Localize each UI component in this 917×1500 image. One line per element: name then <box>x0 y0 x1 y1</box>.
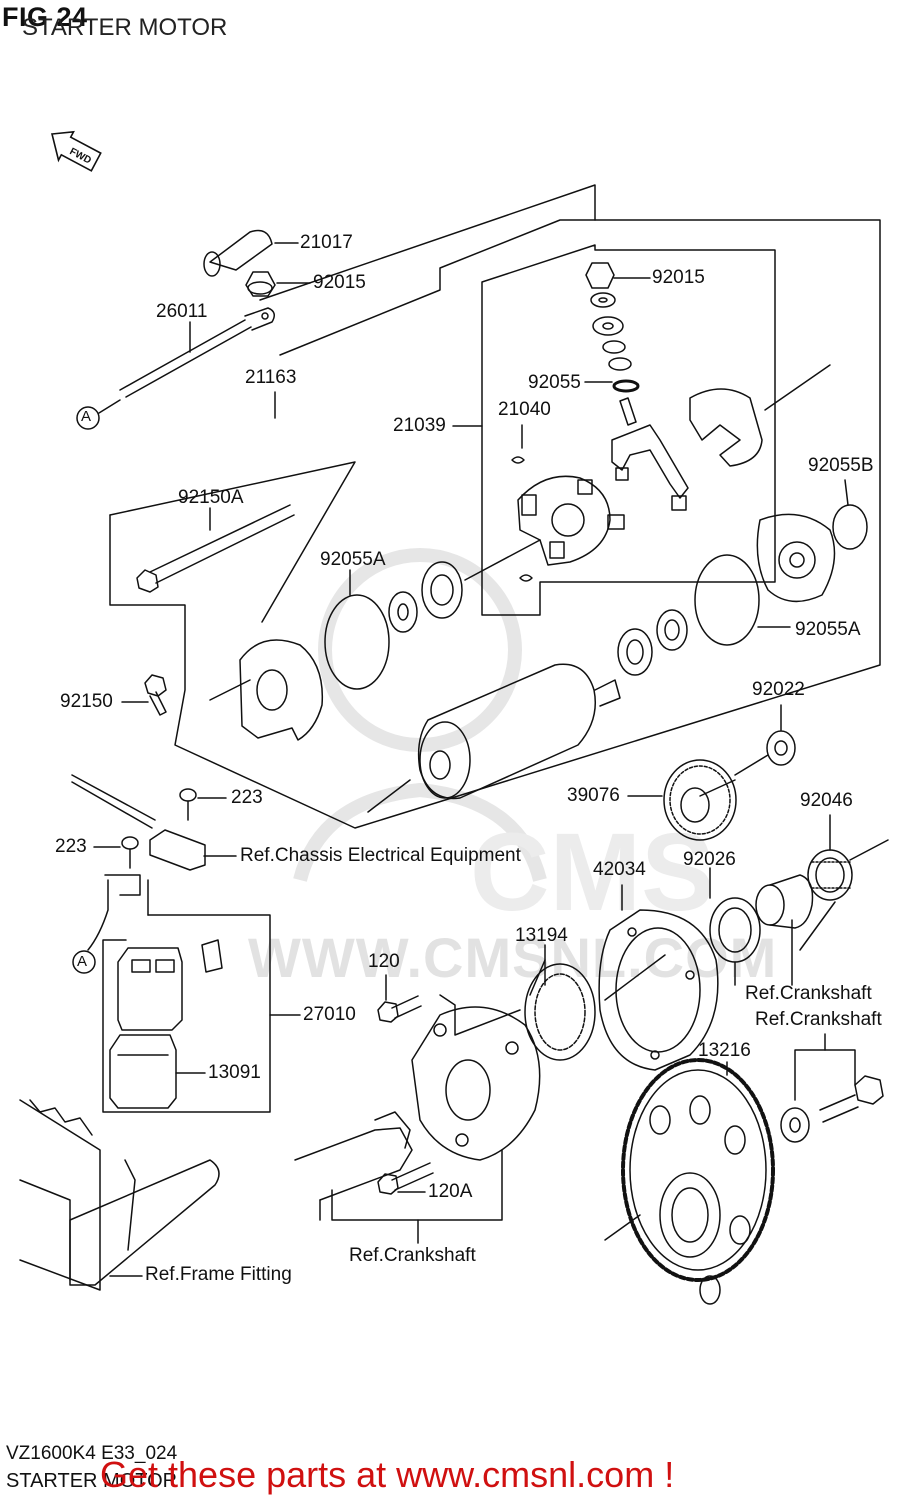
label-92015-left: 92015 <box>313 272 366 293</box>
label-39076: 39076 <box>567 785 620 806</box>
label-42034: 42034 <box>593 859 646 880</box>
bearing-left-icon <box>388 561 463 633</box>
label-92055a-left: 92055A <box>320 549 386 570</box>
label-21039: 21039 <box>393 415 446 436</box>
clutch-13194-icon <box>524 959 596 1061</box>
label-120a: 120A <box>428 1181 473 1202</box>
figure-code: VZ1600K4 E33_024 <box>6 1443 178 1464</box>
motor-armature-icon <box>417 663 621 800</box>
brush-plate-icon <box>517 475 625 566</box>
label-92055b: 92055B <box>808 455 874 476</box>
ref-frame-fitting: Ref.Frame Fitting <box>145 1264 292 1285</box>
label-223-bottom: 223 <box>55 836 87 857</box>
label-13216: 13216 <box>698 1040 751 1061</box>
bolt-92150-icon <box>144 674 167 716</box>
nut-92015-left-icon <box>245 271 276 297</box>
marker-a-bottom-label: A <box>77 953 88 970</box>
gear-39076-icon <box>663 759 737 841</box>
sleeve-icon <box>755 874 814 929</box>
label-92022: 92022 <box>752 679 805 700</box>
frame-fitting-icon <box>19 1099 220 1291</box>
label-92150: 92150 <box>60 691 113 712</box>
ref-chassis-electrical: Ref.Chassis Electrical Equipment <box>240 845 521 866</box>
crankshaft-end-icon <box>294 1111 413 1221</box>
bracket-21163 <box>109 184 881 829</box>
clutch-housing-icon <box>411 1006 541 1161</box>
nut-washers-right-icon <box>585 262 640 426</box>
ref-crankshaft-1: Ref.Crankshaft <box>745 983 872 1004</box>
bolt-120a-icon <box>377 1162 434 1195</box>
chassis-wiring-icon <box>71 774 206 951</box>
label-92150a: 92150A <box>178 487 244 508</box>
marker-a-top-label: A <box>81 408 92 425</box>
marker-a-bottom <box>72 950 96 974</box>
bracket-21039 <box>481 244 776 616</box>
bracket-27010 <box>102 914 271 1113</box>
bolt-92150a-icon <box>136 504 295 593</box>
label-26011: 26011 <box>156 301 208 322</box>
end-cover-icon <box>689 388 763 467</box>
ring-gear-13216-icon <box>621 1058 775 1305</box>
label-27010: 27010 <box>303 1004 356 1025</box>
needle-bearing-92046-icon <box>807 849 853 901</box>
oring-92055a-right-icon <box>694 554 760 646</box>
label-92055: 92055 <box>528 372 581 393</box>
bearing-right-icon <box>617 609 688 676</box>
cable-26011-icon <box>119 307 275 398</box>
fwd-arrow-icon: FWD <box>51 130 102 172</box>
relay-cover-13091-icon <box>109 1034 177 1109</box>
label-92015-right: 92015 <box>652 267 705 288</box>
oring-92055a-left-icon <box>324 594 390 690</box>
label-13091: 13091 <box>208 1062 261 1083</box>
label-120: 120 <box>368 951 400 972</box>
washer-crank-icon <box>780 1107 810 1143</box>
label-13194: 13194 <box>515 925 568 946</box>
promo-link[interactable]: Get these parts at www.cmsnl.com ! <box>100 1454 675 1495</box>
marker-a-top <box>76 406 100 430</box>
label-21163: 21163 <box>245 367 297 388</box>
label-223-top: 223 <box>231 787 263 808</box>
label-21017: 21017 <box>300 232 353 253</box>
spring-21040-icon <box>511 456 533 582</box>
label-92026: 92026 <box>683 849 736 870</box>
figure-number: FIG 24 <box>2 2 88 32</box>
watermark-logo-text: CMS <box>470 811 714 934</box>
footer-title: STARTER MOTOR <box>6 1470 178 1492</box>
screw-223-bottom-icon <box>121 836 139 869</box>
figure-title: STARTER MOTOR <box>22 14 228 41</box>
label-92055a-right: 92055A <box>795 619 861 640</box>
ref-crankshaft-2: Ref.Crankshaft <box>755 1009 882 1030</box>
oring-92055b-icon <box>832 504 868 550</box>
front-housing-icon <box>239 639 324 741</box>
crank-bolt-icon <box>819 1075 884 1123</box>
label-92046: 92046 <box>800 790 853 811</box>
label-21040: 21040 <box>498 399 551 420</box>
ref-crankshaft-3: Ref.Crankshaft <box>349 1245 476 1266</box>
relay-icon <box>117 939 223 1031</box>
brush-fork-icon <box>611 424 689 511</box>
cover-plate-42034-icon <box>598 909 719 1071</box>
boot-21017-icon <box>203 229 273 277</box>
rear-housing-icon <box>756 513 836 603</box>
screw-223-top-icon <box>179 788 197 821</box>
bolt-120-icon <box>377 995 422 1023</box>
washer-92022-icon <box>766 730 796 766</box>
